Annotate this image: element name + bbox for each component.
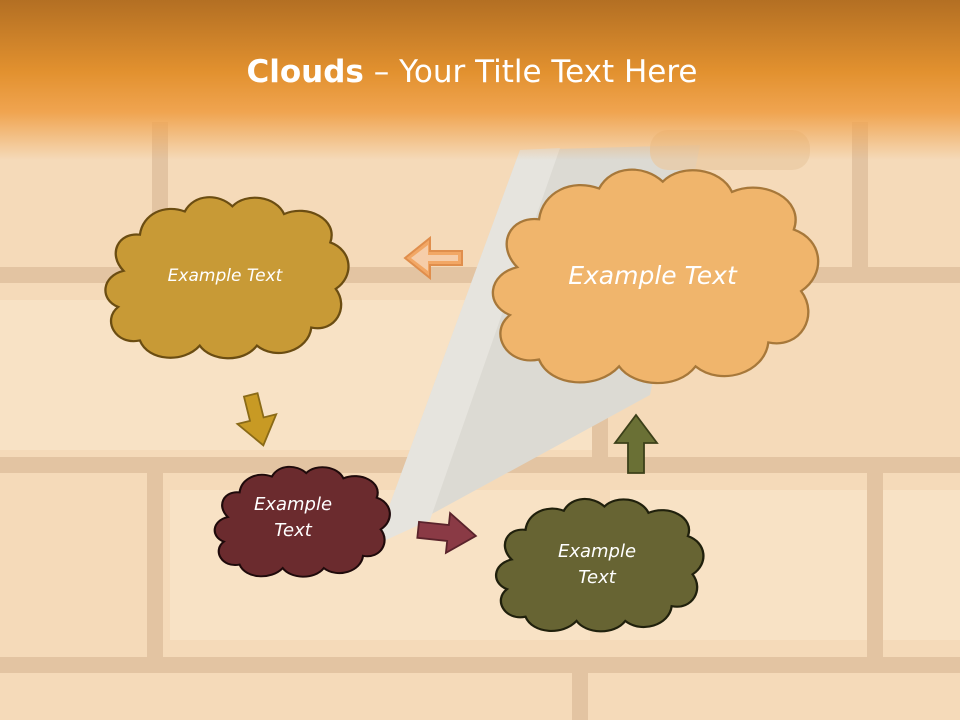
cloud-top-left-label: Example Text	[167, 266, 283, 286]
title-dash: –	[363, 54, 400, 90]
slide-title: Clouds – Your Title Text Here	[0, 54, 944, 90]
title-band	[0, 0, 960, 160]
cloud-bottom-right-label-line1: Example	[557, 541, 637, 562]
arrow-up-icon	[613, 413, 659, 474]
cloud-bottom-left-label: Example Text	[228, 492, 358, 544]
arrow-left-icon	[403, 235, 463, 281]
cloud-bottom-right-label-line2: Text	[578, 567, 616, 589]
arrow-down-icon	[235, 392, 278, 447]
title-bold: Clouds	[246, 54, 364, 90]
title-rest: Your Title Text Here	[399, 54, 698, 90]
cloud-top-right-label: Example Text	[568, 261, 737, 290]
cloud-bottom-right-label: Example Text	[527, 539, 667, 591]
cloud-bottom-left-label-line2: Text	[274, 520, 312, 542]
arrow-right-icon	[416, 511, 478, 555]
cloud-bottom-left-label-line1: Example	[253, 494, 333, 515]
